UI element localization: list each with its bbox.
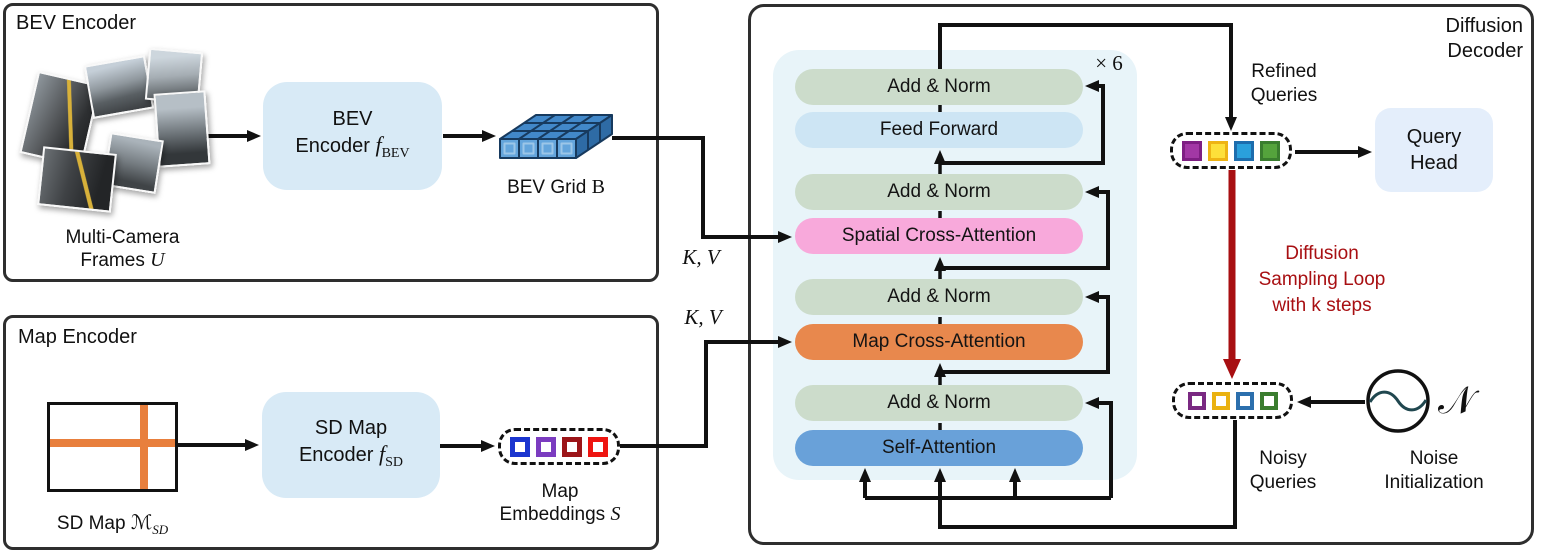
multi-camera-caption-line2: Frames U bbox=[80, 249, 165, 271]
decoder-title-line1: Diffusion bbox=[1445, 15, 1523, 37]
bev-encoder-box-line2: Encoder fBEV bbox=[295, 131, 410, 161]
block-add-norm-1: Add & Norm bbox=[795, 69, 1083, 105]
residual-map-ca bbox=[940, 291, 1110, 374]
block-add-norm-3: Add & Norm bbox=[795, 279, 1083, 315]
frames-symbol: U bbox=[150, 249, 165, 271]
diffusion-loop-caption: Diffusion Sampling Loop with k steps bbox=[1258, 243, 1386, 316]
block-feed-forward: Feed Forward bbox=[795, 112, 1083, 148]
map-encoder-panel bbox=[3, 315, 659, 550]
diffusion-decoder-panel bbox=[748, 4, 1534, 545]
map-embedding-token bbox=[536, 436, 556, 457]
sd-map-symbol-subscript: SD bbox=[152, 521, 169, 537]
f-bev-symbol: f bbox=[375, 131, 382, 157]
block-map-cross-attention: Map Cross-Attention bbox=[795, 324, 1083, 360]
kv-label-map: K, V bbox=[684, 305, 722, 329]
refined-queries-box bbox=[1170, 132, 1292, 169]
block-add-norm-2: Add & Norm bbox=[795, 174, 1083, 210]
map-embeddings-caption: Map Embeddings S bbox=[486, 480, 634, 526]
kv-label-bev: K, V bbox=[682, 245, 720, 269]
noisy-feed-route bbox=[934, 420, 1237, 529]
bev-encoder-panel bbox=[3, 3, 659, 282]
noisy-query-token bbox=[1211, 391, 1230, 410]
camera-frame-photo bbox=[37, 146, 117, 213]
map-embeddings-caption-line1: Map bbox=[541, 481, 579, 502]
decoder-panel-title: Diffusion Decoder bbox=[1393, 14, 1523, 64]
embeddings-symbol: S bbox=[610, 503, 621, 525]
block-spatial-cross-attention: Spatial Cross-Attention bbox=[795, 218, 1083, 254]
refined-query-token bbox=[1234, 140, 1254, 161]
noisy-queries-box bbox=[1172, 382, 1293, 419]
refined-query-token bbox=[1208, 140, 1228, 161]
map-embeddings-box bbox=[498, 428, 620, 465]
bev-encoder-box: BEV Encoder fBEV bbox=[263, 82, 442, 190]
residual-feedforward bbox=[940, 80, 1105, 165]
map-embedding-token bbox=[510, 436, 530, 457]
noisy-queries-caption: Noisy Queries bbox=[1249, 448, 1317, 493]
noisy-query-token bbox=[1235, 391, 1254, 410]
refined-query-token bbox=[1260, 140, 1280, 161]
bev-encoder-box-line1: BEV bbox=[332, 107, 373, 130]
sine-wave-icon bbox=[1368, 390, 1428, 412]
gaussian-symbol: 𝒩 bbox=[1438, 378, 1475, 422]
block-add-norm-4: Add & Norm bbox=[795, 385, 1083, 421]
camera-frame-photo bbox=[83, 55, 155, 119]
sd-map-encoder-box-line1: SD Map bbox=[314, 416, 388, 439]
f-sd-symbol: f bbox=[379, 440, 386, 466]
block-self-attention: Self-Attention bbox=[795, 430, 1083, 466]
f-bev-subscript: BEV bbox=[381, 145, 410, 161]
refined-query-token bbox=[1182, 140, 1202, 161]
multi-camera-caption: Multi-Camera Frames U bbox=[40, 226, 205, 272]
f-sd-subscript: SD bbox=[385, 454, 404, 470]
bev-grid-icon bbox=[499, 114, 613, 159]
sd-map-road-horizontal bbox=[50, 439, 175, 447]
map-embedding-token bbox=[588, 436, 608, 457]
sd-map-symbol: ℳ bbox=[130, 512, 153, 534]
bev-kv-route bbox=[612, 136, 792, 243]
grid-symbol: B bbox=[591, 176, 605, 198]
sd-map-caption: SD Map ℳSD bbox=[56, 512, 169, 537]
noise-initialization-caption: Noise Initialization bbox=[1384, 448, 1484, 493]
sd-map-encoder-box: SD Map Encoder fSD bbox=[262, 392, 440, 498]
noise-source-icon bbox=[1366, 369, 1430, 433]
map-embeddings-caption-line2: Embeddings S bbox=[499, 503, 621, 525]
refined-queries-caption: Refined Queries bbox=[1250, 61, 1318, 106]
bev-panel-title: BEV Encoder bbox=[16, 12, 137, 34]
decoder-title-line2: Decoder bbox=[1447, 40, 1523, 62]
sd-map-encoder-box-line2: Encoder fSD bbox=[298, 440, 404, 470]
repeat-times-label: × 6 bbox=[1095, 51, 1123, 75]
map-kv-route bbox=[620, 336, 792, 448]
sd-map-road-vertical bbox=[140, 405, 148, 489]
residual-spatial-ca bbox=[940, 186, 1110, 270]
noisy-query-token bbox=[1187, 391, 1206, 410]
camera-frame-photo bbox=[153, 90, 211, 168]
stack-output-route bbox=[938, 23, 1237, 131]
bev-grid-caption: BEV Grid B bbox=[507, 176, 605, 198]
residual-self-attention bbox=[1085, 397, 1113, 498]
multi-camera-caption-line1: Multi-Camera bbox=[65, 227, 180, 248]
sd-map-thumbnail bbox=[47, 402, 178, 492]
map-panel-title: Map Encoder bbox=[18, 326, 137, 348]
noisy-query-token bbox=[1259, 391, 1278, 410]
query-head-box: Query Head bbox=[1375, 108, 1493, 192]
map-embedding-token bbox=[562, 436, 582, 457]
